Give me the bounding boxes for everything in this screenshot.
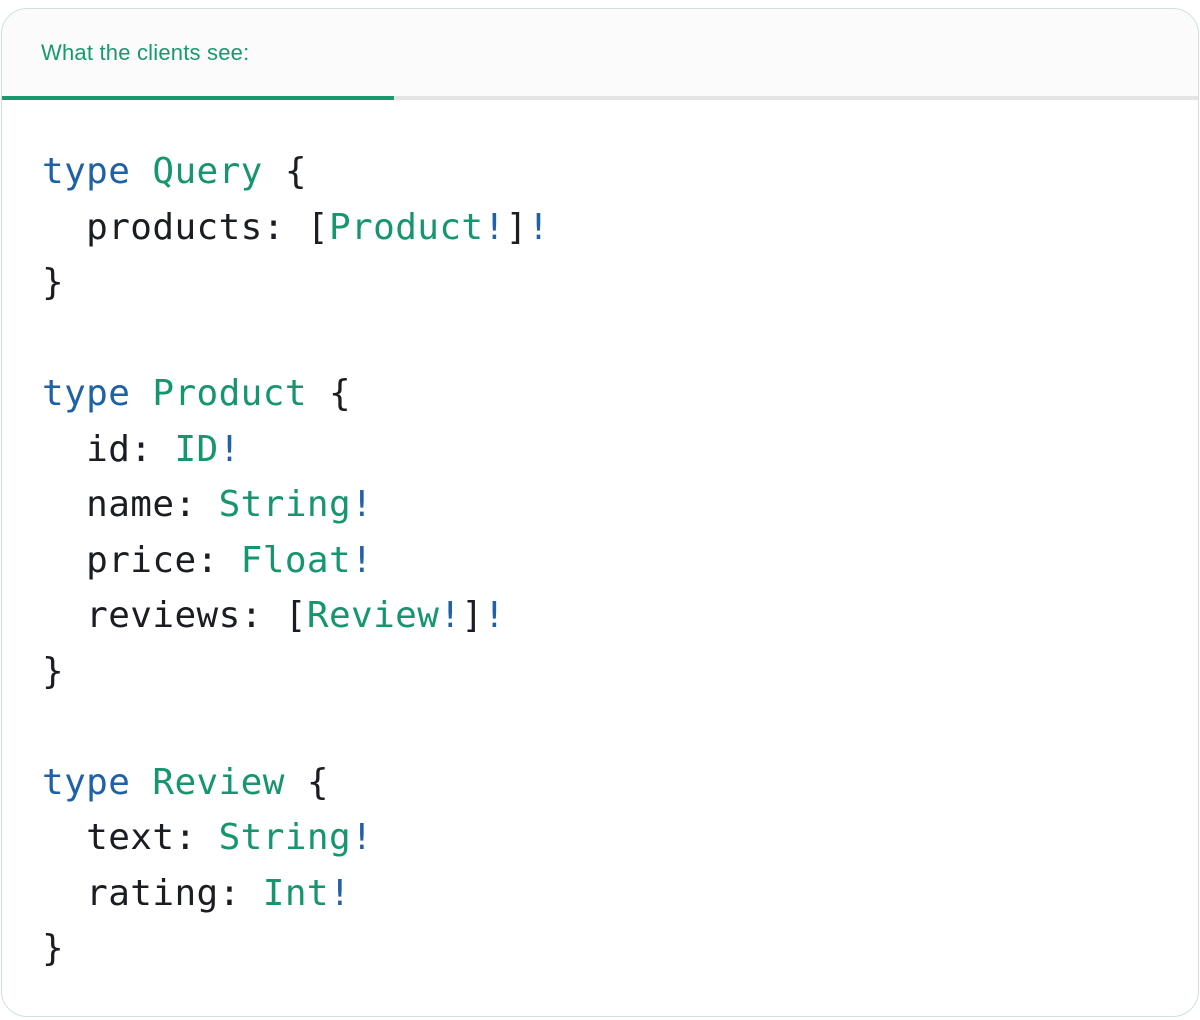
code-line: } [42, 928, 65, 969]
code-panel: What the clients see: type Query { produ… [1, 8, 1199, 1017]
schema-code-block: type Query { products: [Product!]!} type … [2, 100, 1198, 1016]
code-line: type Product { [42, 373, 352, 414]
code-line: products: [Product!]! [42, 206, 550, 248]
code-line: name: String! [42, 484, 374, 525]
code-line: price: Float! [42, 539, 374, 581]
tab-label: What the clients see: [41, 39, 250, 65]
active-tab-indicator [2, 96, 394, 100]
code-line: rating: Int! [42, 872, 352, 914]
code-line: text: String! [42, 817, 374, 858]
tab-bar: What the clients see: [2, 9, 1198, 100]
tab-what-clients-see[interactable]: What the clients see: [2, 9, 394, 100]
code-line [42, 311, 1158, 367]
code-line: type Review { [42, 761, 329, 803]
code-line [42, 699, 1158, 755]
code-line: } [42, 650, 65, 692]
code-line: id: ID! [42, 428, 241, 470]
code-line: reviews: [Review!]! [42, 595, 506, 636]
code-line: type Query { [42, 151, 307, 192]
code-line: } [42, 262, 65, 303]
